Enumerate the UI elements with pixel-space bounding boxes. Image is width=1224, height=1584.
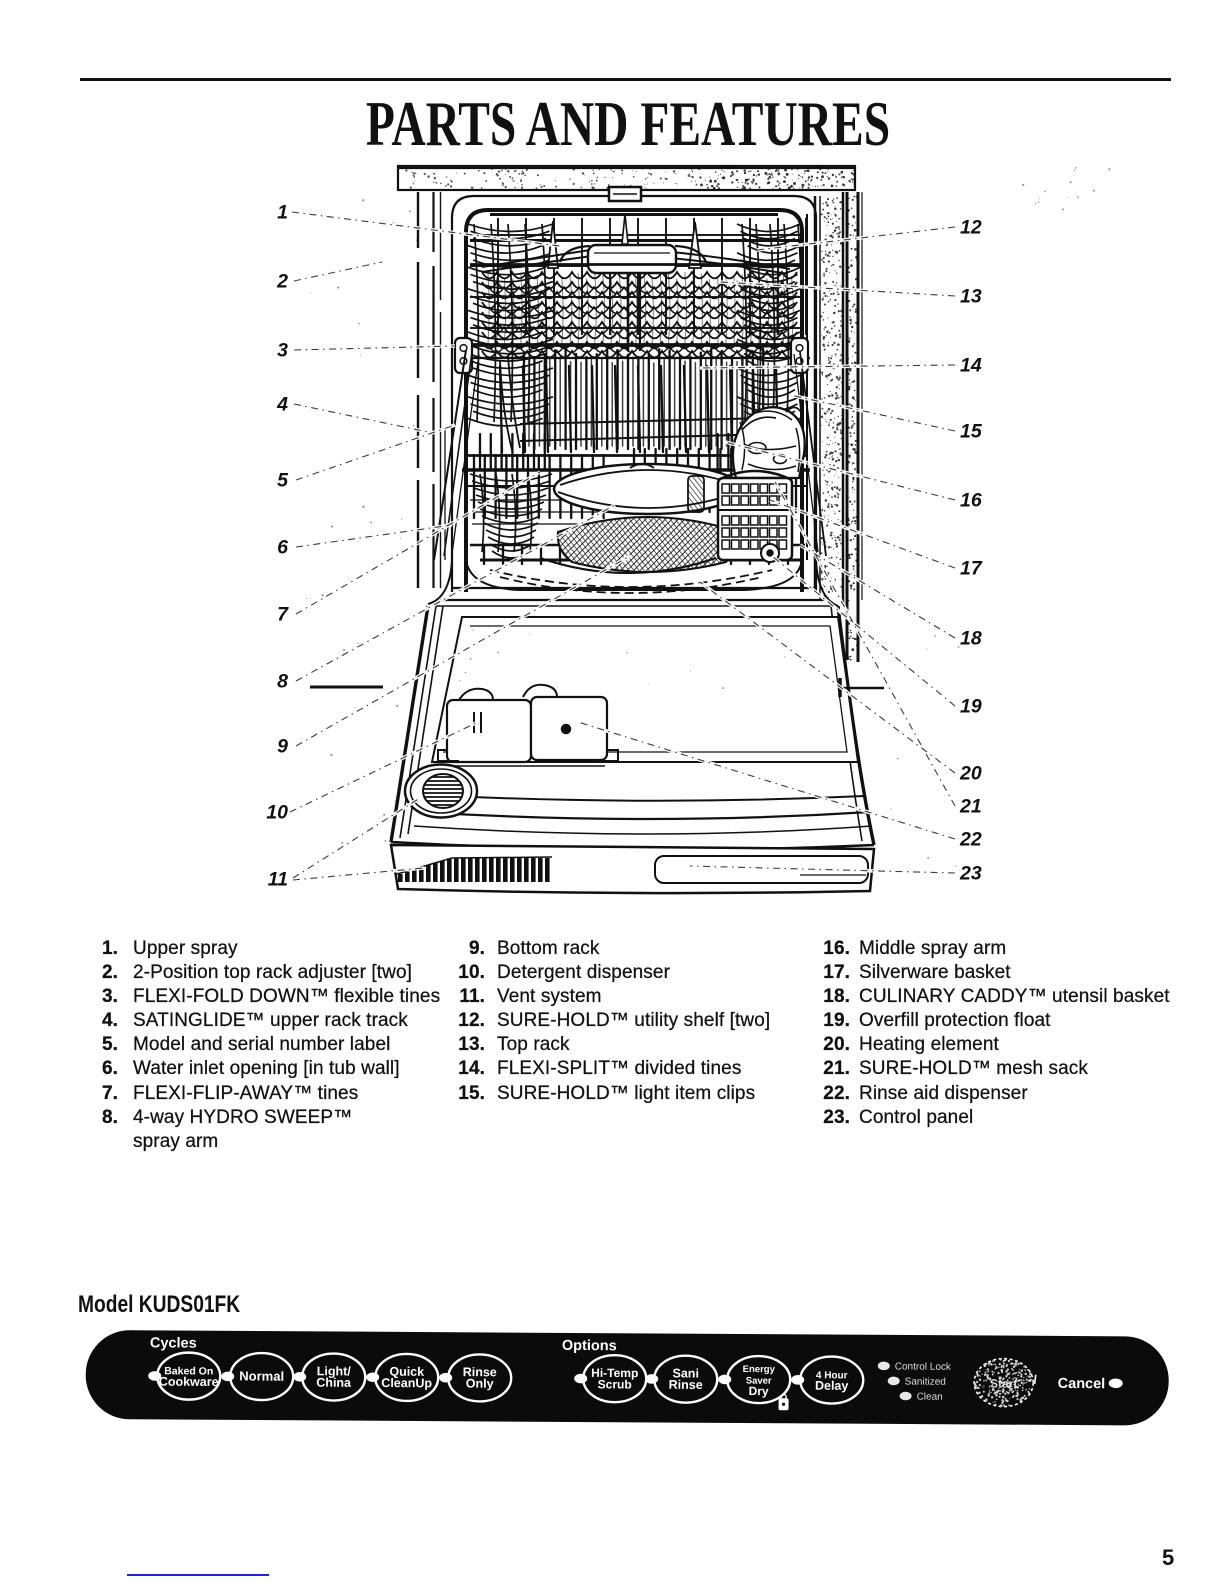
svg-text:Control Lock: Control Lock <box>895 1361 952 1372</box>
svg-text:22: 22 <box>959 829 982 851</box>
svg-text:13: 13 <box>960 286 982 308</box>
svg-text:20: 20 <box>959 763 982 785</box>
svg-text:Cancel: Cancel <box>1058 1376 1106 1392</box>
svg-text:2: 2 <box>276 271 288 293</box>
svg-text:19: 19 <box>960 696 982 718</box>
svg-text:Light/: Light/ <box>317 1364 352 1378</box>
svg-text:Quick: Quick <box>389 1365 424 1379</box>
svg-text:Rinse: Rinse <box>669 1378 703 1392</box>
svg-text:4: 4 <box>276 394 288 416</box>
svg-text:12: 12 <box>960 217 982 239</box>
svg-text:18: 18 <box>960 628 982 650</box>
svg-text:Rinse: Rinse <box>463 1365 497 1379</box>
svg-text:Cookware: Cookware <box>159 1375 219 1389</box>
svg-text:Options: Options <box>562 1338 617 1354</box>
svg-text:Hi-Temp: Hi-Temp <box>591 1366 638 1380</box>
svg-text:Baked On: Baked On <box>164 1365 213 1377</box>
svg-text:23: 23 <box>959 863 982 885</box>
svg-text:21: 21 <box>959 796 982 818</box>
svg-text:Scrub: Scrub <box>598 1377 632 1391</box>
svg-text:Delay: Delay <box>815 1379 848 1393</box>
svg-text:Start: Start <box>990 1377 1017 1391</box>
svg-text:5: 5 <box>277 470 289 492</box>
svg-text:CleanUp: CleanUp <box>381 1376 432 1390</box>
svg-text:Cycles: Cycles <box>150 1335 197 1351</box>
svg-text:4 Hour: 4 Hour <box>816 1370 848 1381</box>
svg-text:14: 14 <box>960 355 982 377</box>
svg-text:Only: Only <box>466 1377 494 1391</box>
svg-text:Energy: Energy <box>743 1364 776 1375</box>
svg-text:10: 10 <box>266 802 288 824</box>
svg-text:3: 3 <box>277 340 288 362</box>
svg-text:Sanitized: Sanitized <box>905 1377 946 1388</box>
svg-text:Saver: Saver <box>746 1376 772 1387</box>
svg-text:8: 8 <box>277 671 288 693</box>
svg-text:Dry: Dry <box>749 1384 769 1398</box>
svg-text:17: 17 <box>960 558 983 580</box>
svg-text:1: 1 <box>277 202 288 224</box>
svg-text:Clean: Clean <box>917 1392 943 1403</box>
svg-text:China: China <box>316 1376 352 1390</box>
svg-text:7: 7 <box>277 604 289 626</box>
svg-text:Sani: Sani <box>673 1366 699 1380</box>
svg-text:9: 9 <box>277 736 288 758</box>
svg-text:16: 16 <box>960 490 982 512</box>
svg-text:6: 6 <box>277 537 288 559</box>
svg-text:15: 15 <box>960 421 983 443</box>
svg-text:Normal: Normal <box>239 1368 284 1383</box>
svg-text:11: 11 <box>268 869 288 891</box>
